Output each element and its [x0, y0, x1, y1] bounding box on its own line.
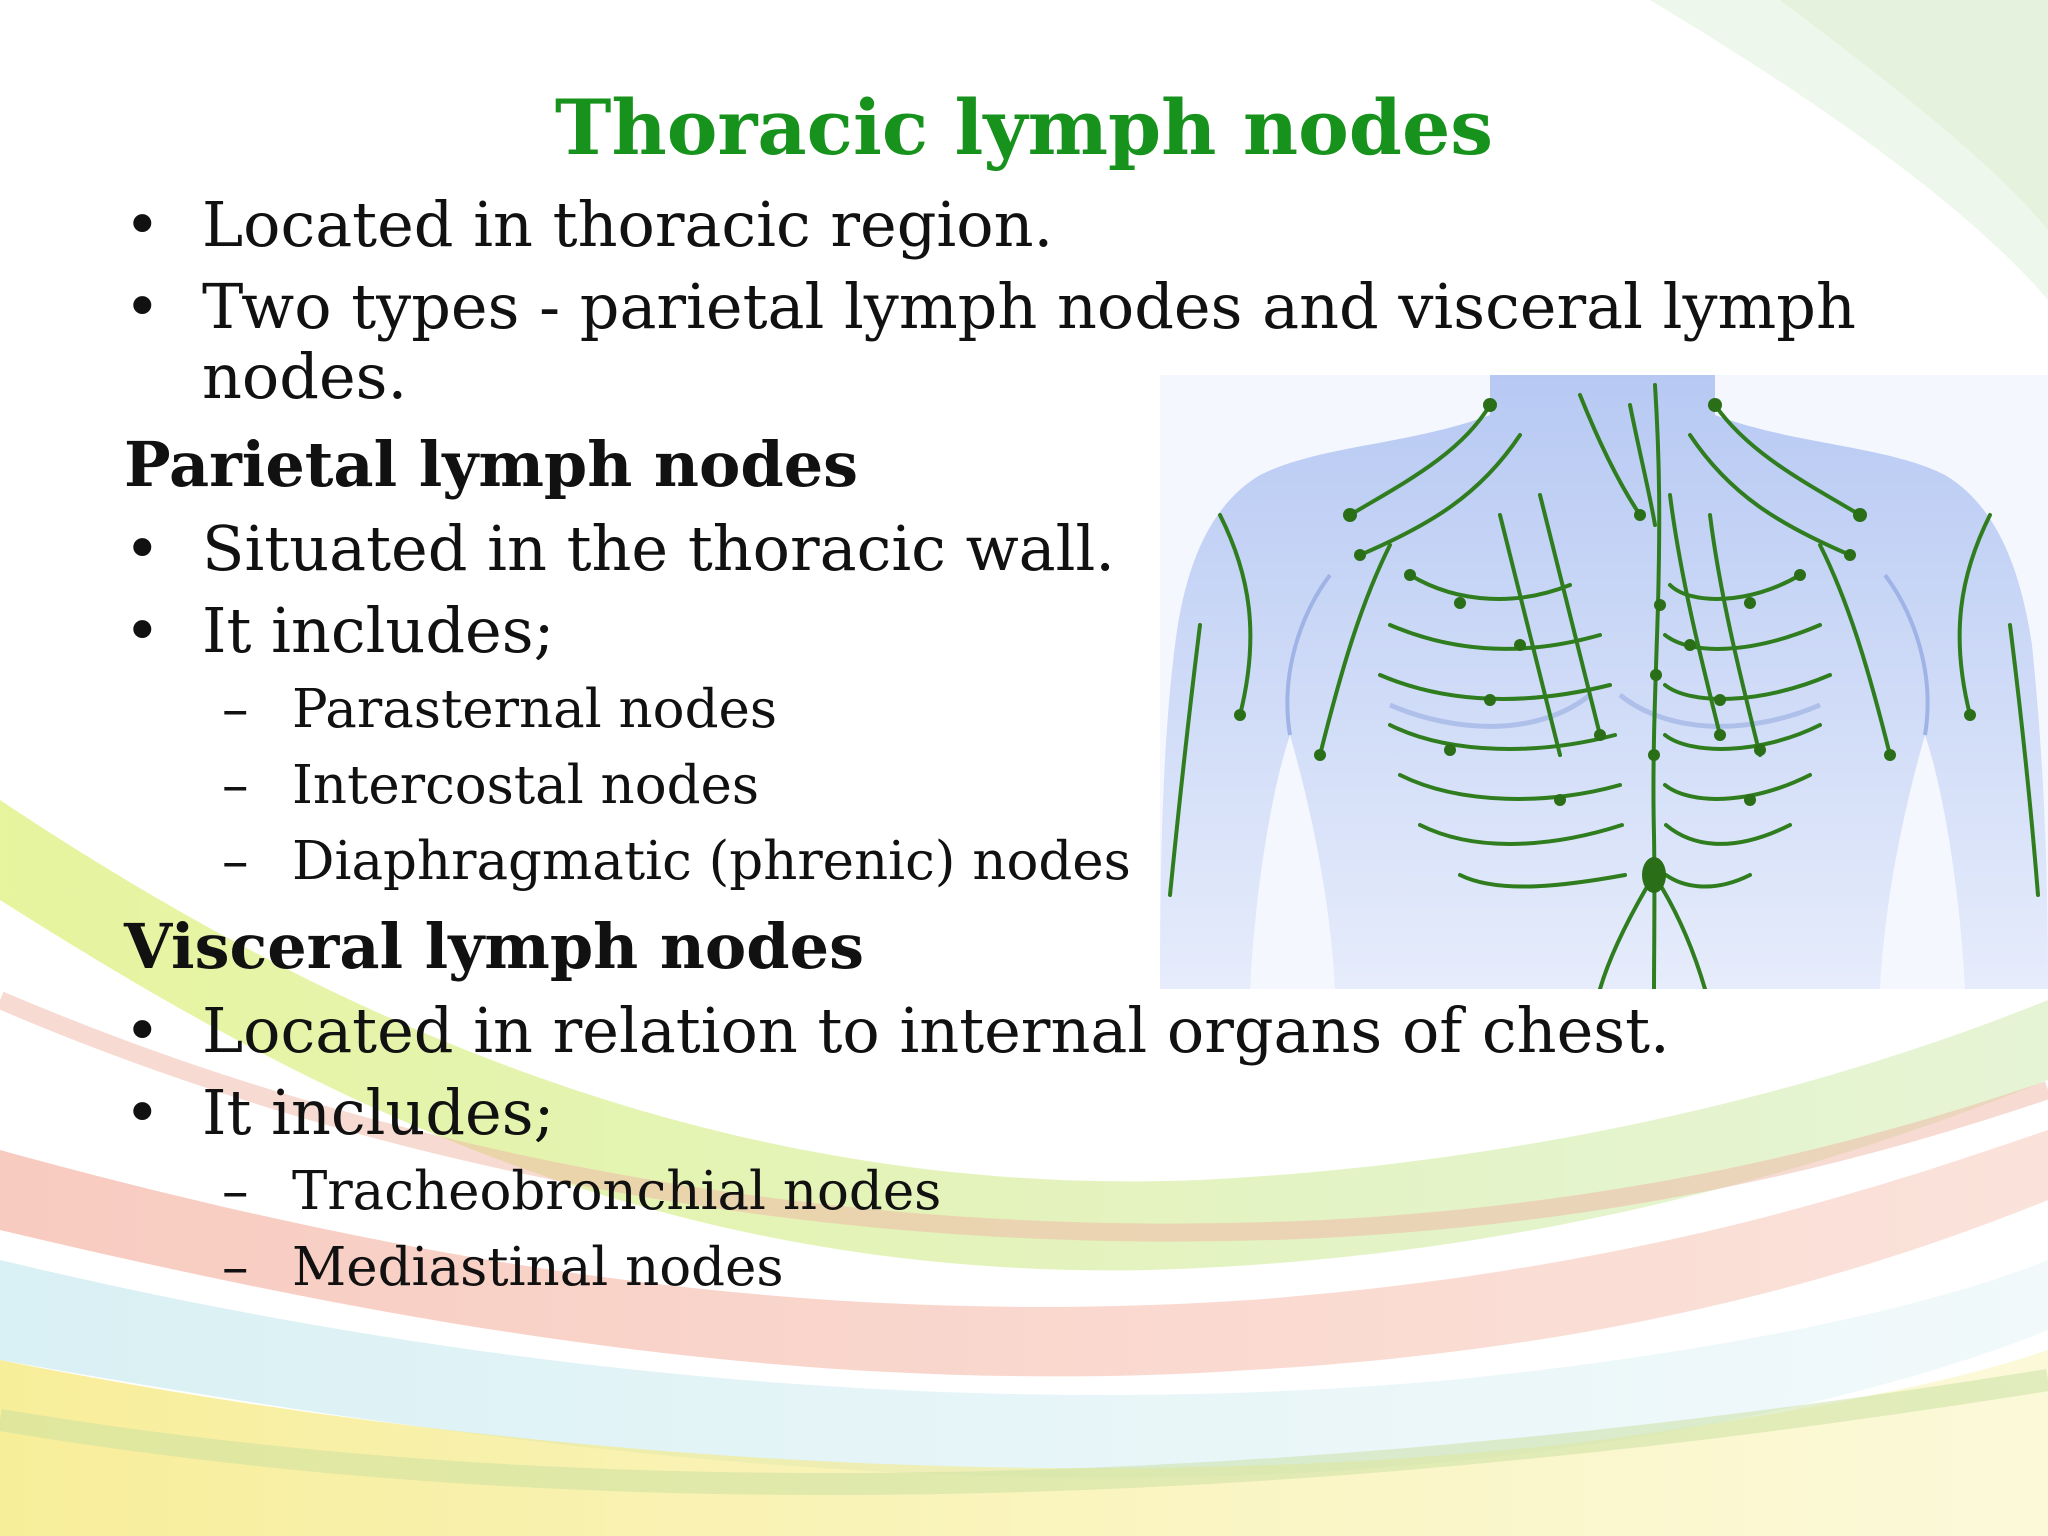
bullet-marker: •	[124, 994, 161, 1067]
intro-bullet: • Two types - parietal lymph nodes and v…	[124, 272, 1902, 412]
section-heading-parietal: Parietal lymph nodes	[124, 428, 859, 501]
section-bullet: • It includes;	[124, 1078, 1844, 1148]
sub-item-text: Mediastinal nodes	[292, 1237, 784, 1298]
section-heading-visceral: Visceral lymph nodes	[124, 910, 864, 983]
bullet-text: It includes;	[202, 1076, 555, 1149]
dash-marker: –	[222, 831, 249, 892]
sub-item: – Parasternal nodes	[124, 678, 1844, 742]
bullet-text: Situated in the thoracic wall.	[202, 512, 1115, 585]
slide-content: • Located in thoracic region. • Two type…	[124, 178, 1856, 1300]
bullet-text: Two types - parietal lymph nodes and vis…	[202, 270, 1856, 413]
dash-marker: –	[222, 755, 249, 816]
bullet-text: It includes;	[202, 594, 555, 667]
intro-bullet: • Located in thoracic region.	[124, 190, 1844, 260]
bullet-marker: •	[124, 1076, 161, 1149]
sub-item: – Tracheobronchial nodes	[124, 1160, 1844, 1224]
section-bullet: • Situated in the thoracic wall.	[124, 514, 1844, 584]
section-bullet: • Located in relation to internal organs…	[124, 996, 1844, 1066]
slide-title: Thoracic lymph nodes	[554, 83, 1494, 172]
sub-item-text: Tracheobronchial nodes	[292, 1161, 942, 1222]
bullet-marker: •	[124, 270, 161, 343]
sub-item: – Mediastinal nodes	[124, 1236, 1844, 1300]
sub-item-text: Intercostal nodes	[292, 755, 760, 816]
section-bullet: • It includes;	[124, 596, 1844, 666]
bullet-marker: •	[124, 594, 161, 667]
sub-item-text: Diaphragmatic (phrenic) nodes	[292, 831, 1131, 892]
bullet-text: Located in relation to internal organs o…	[202, 994, 1670, 1067]
dash-marker: –	[222, 1161, 249, 1222]
sub-item-text: Parasternal nodes	[292, 679, 778, 740]
sub-item: – Diaphragmatic (phrenic) nodes	[124, 830, 1844, 894]
bullet-text: Located in thoracic region.	[202, 188, 1054, 261]
bullet-marker: •	[124, 512, 161, 585]
dash-marker: –	[222, 1237, 249, 1298]
sub-item: – Intercostal nodes	[124, 754, 1844, 818]
dash-marker: –	[222, 679, 249, 740]
lymphatic-system-torso-illustration	[1160, 375, 2048, 989]
bullet-marker: •	[124, 188, 161, 261]
